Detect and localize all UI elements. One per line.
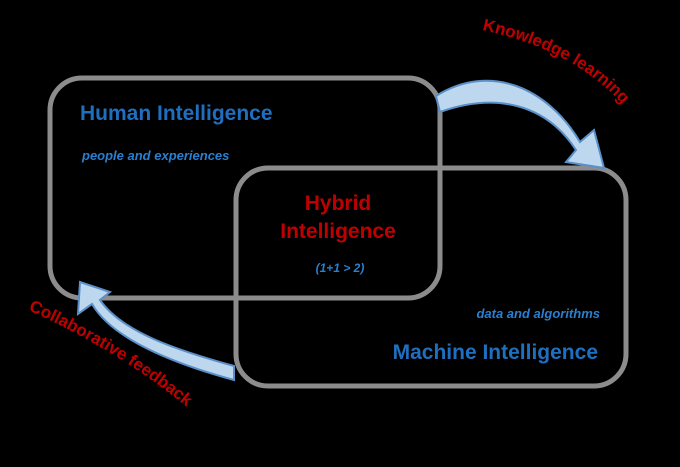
hybrid-title-line1: Hybrid xyxy=(305,192,372,215)
human-intelligence-box xyxy=(47,75,443,301)
knowledge-learning-arrow xyxy=(434,79,606,170)
hybrid-formula: (1+1 > 2) xyxy=(316,261,365,275)
human-intelligence-subtitle: people and experiences xyxy=(81,148,229,163)
hybrid-title-line2: Intelligence xyxy=(280,220,396,243)
machine-intelligence-title: Machine Intelligence xyxy=(393,341,598,364)
machine-intelligence-box xyxy=(233,165,629,389)
collaborative-feedback-arrow xyxy=(76,280,235,382)
human-intelligence-title: Human Intelligence xyxy=(80,102,273,125)
machine-intelligence-subtitle: data and algorithms xyxy=(476,306,600,321)
